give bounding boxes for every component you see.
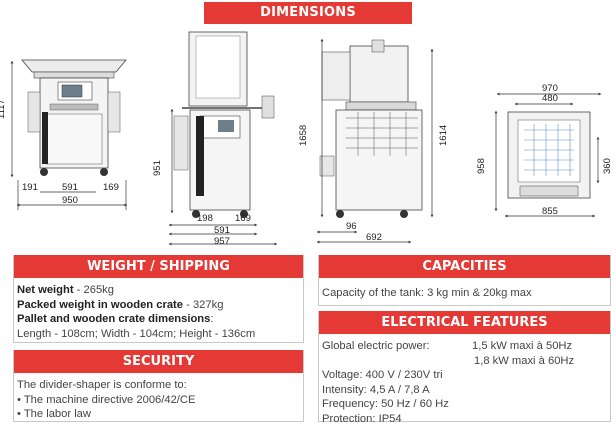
dim-169-front: 169 bbox=[103, 182, 119, 193]
packed-weight-line: Packed weight in wooden crate - 327kg bbox=[17, 298, 300, 313]
power-row: Global electric power: 1,5 kW maxi à 50H… bbox=[322, 339, 607, 354]
crate-dims-suffix: : bbox=[210, 313, 214, 326]
dim-1614: 1614 bbox=[438, 125, 449, 146]
security-item: • The labor law bbox=[17, 408, 91, 421]
drawing-top-view bbox=[494, 92, 602, 218]
dim-198: 198 bbox=[197, 213, 213, 224]
crate-dims-line: Pallet and wooden crate dimensions: bbox=[17, 312, 300, 327]
voltage: Voltage: 400 V / 230V tri bbox=[322, 369, 443, 382]
security-intro: The divider-shaper is conforme to: bbox=[17, 379, 187, 391]
drawing-side-open-view bbox=[168, 31, 278, 246]
dim-855: 855 bbox=[542, 206, 558, 217]
dim-191: 191 bbox=[22, 182, 38, 193]
dim-96: 96 bbox=[346, 221, 357, 232]
net-weight-line: Net weight - 265kg bbox=[17, 283, 300, 298]
electrical-header: ELECTRICAL FEATURES bbox=[319, 311, 610, 334]
weight-shipping-header: WEIGHT / SHIPPING bbox=[14, 255, 303, 278]
capacities-header: CAPACITIES bbox=[319, 255, 610, 278]
drawing-front-view bbox=[10, 59, 128, 210]
security-item: • The machine directive 2006/42/CE bbox=[17, 393, 196, 406]
dim-591-front: 591 bbox=[62, 182, 78, 193]
power-60hz: 1,8 kW maxi à 60Hz bbox=[474, 354, 575, 367]
crate-dims-value: Length - 108cm; Width - 104cm; Height - … bbox=[17, 327, 256, 340]
power-50hz: 1,5 kW maxi à 50Hz bbox=[472, 340, 573, 352]
capacities-box: CAPACITIES Capacity of the tank: 3 kg mi… bbox=[318, 255, 611, 306]
dim-958: 958 bbox=[476, 158, 487, 174]
dimensions-drawings: 1117 191 591 169 950 951 198 169 591 957 bbox=[0, 31, 613, 247]
electrical-box: ELECTRICAL FEATURES Global electric powe… bbox=[318, 311, 611, 425]
dim-957: 957 bbox=[214, 236, 230, 247]
dim-169-side: 169 bbox=[235, 213, 251, 224]
drawing-side-crate-view bbox=[316, 38, 434, 244]
net-weight-label: Net weight bbox=[17, 284, 74, 296]
dim-1117: 1117 bbox=[0, 99, 7, 119]
crate-dims-label: Pallet and wooden crate dimensions bbox=[17, 313, 211, 326]
dim-360: 360 bbox=[602, 158, 613, 174]
frequency: Frequency: 50 Hz / 60 Hz bbox=[322, 398, 449, 411]
dim-480: 480 bbox=[542, 93, 558, 104]
net-weight-value: - 265kg bbox=[73, 284, 114, 296]
dim-970: 970 bbox=[542, 83, 558, 94]
intensity: Intensity: 4,5 A / 7,8 A bbox=[322, 383, 430, 396]
dim-951: 951 bbox=[152, 160, 163, 176]
packed-weight-value: - 327kg bbox=[183, 298, 224, 311]
dim-950: 950 bbox=[62, 195, 78, 206]
weight-shipping-box: WEIGHT / SHIPPING Net weight - 265kg Pac… bbox=[13, 255, 304, 343]
power-label: Global electric power: bbox=[322, 340, 430, 352]
packed-weight-label: Packed weight in wooden crate bbox=[17, 298, 183, 311]
tank-capacity: Capacity of the tank: 3 kg min & 20kg ma… bbox=[322, 287, 532, 299]
security-header: SECURITY bbox=[14, 350, 303, 373]
dim-591-side: 591 bbox=[214, 225, 230, 236]
security-box: SECURITY The divider-shaper is conforme … bbox=[13, 350, 304, 422]
dimensions-header: DIMENSIONS bbox=[204, 2, 412, 24]
dim-1658: 1658 bbox=[298, 125, 309, 146]
protection: Protection: IP54 bbox=[322, 412, 402, 425]
dim-692: 692 bbox=[366, 232, 382, 243]
